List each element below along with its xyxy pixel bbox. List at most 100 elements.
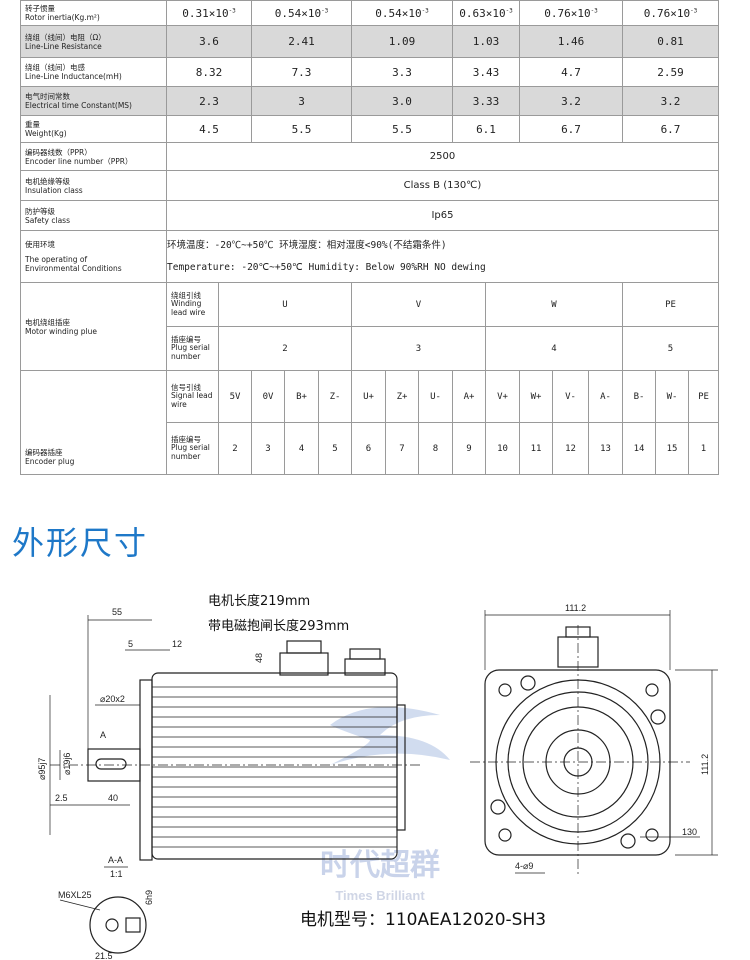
inductance-value: 4.7 [519,57,623,87]
encoder-signal-cell: Z- [318,370,352,423]
section-scale: 1:1 [110,869,123,879]
winding-serial-cell: 4 [485,326,623,371]
motor-side-view [50,640,420,861]
encoder-signal-cell: Z+ [385,370,419,423]
encoder-signal-cell: 0V [251,370,285,423]
watermark-subtext: Times Brilliant [335,888,425,903]
weight-value: 4.5 [166,115,252,143]
protection-value: Ip65 [166,200,719,231]
environment-value: 环境温度：-20℃~+50℃ 环境湿度：相对湿度<90%(不结霜条件) Temp… [166,230,719,283]
row-encoder-serials: 插座编号 Plug serial number 2 3 4 5 6 7 8 9 … [21,422,719,475]
encoder-lines-value: 2500 [166,142,719,171]
dim-6h9: 6h9 [144,890,154,905]
dim-130: 130 [682,827,697,837]
encoder-serial-cell: 9 [452,422,486,475]
rotor-inertia-value: 0.54×10-3 [251,0,352,26]
dim-95j7: ⌀95j7 [37,758,47,780]
dim-5: 5 [128,639,133,649]
encoder-signal-cell: U+ [351,370,386,423]
encoder-serial-cell: 10 [485,422,520,475]
dim-m6: M6XL25 [58,890,92,900]
brake-length-label: 带电磁抱闸长度293mm [208,618,349,634]
row-resistance: 绕组（线间）电阻（Ω）Line-Line Resistance 3.6 2.41… [20,25,719,58]
rotor-inertia-value: 0.63×10-3 [452,0,520,26]
dim-111-2-width: 111.2 [565,603,586,613]
rotor-inertia-value: 0.31×10-3 [166,0,252,26]
encoder-serial-label: 插座编号 Plug serial number [166,422,219,475]
dim-12: 12 [172,639,182,649]
winding-serial-cell: 3 [351,326,486,371]
watermark-text: 时代超群 [320,848,440,883]
inductance-value: 7.3 [251,57,352,87]
time-constant-value: 3.2 [622,86,719,116]
weight-value: 5.5 [251,115,352,143]
encoder-signal-cell: A- [588,370,623,423]
resistance-value: 1.09 [351,25,453,58]
encoder-serial-cell: 14 [622,422,656,475]
time-constant-value: 3 [251,86,352,116]
encoder-serial-cell: 5 [318,422,352,475]
dim-21-5: 21.5 [95,951,113,960]
encoder-signal-cell: B- [622,370,656,423]
inductance-value: 3.43 [452,57,520,87]
encoder-serial-cell: 13 [588,422,623,475]
resistance-value: 2.41 [251,25,352,58]
winding-lead-cell: U [218,282,352,327]
motor-length-label: 电机长度219mm [208,593,310,609]
encoder-signal-cell: W+ [519,370,553,423]
dim-20x2: ⌀20x2 [100,694,125,704]
motor-front-view [470,625,690,875]
row-encoder-lines: 编码器线数（PPR）Encoder line number（PPR） 2500 [20,142,719,171]
time-constant-value: 3.33 [452,86,520,116]
row-winding-serials: 插座编号 Plug serial number 2 3 4 5 [21,326,719,371]
dim-4-holes: 4-⌀9 [515,861,533,871]
resistance-label: 绕组（线间）电阻（Ω）Line-Line Resistance [20,25,167,58]
front-dimensions [484,610,718,874]
dim-55: 55 [112,607,122,617]
dim-2-5: 2.5 [55,793,68,803]
winding-lead-cell: PE [622,282,719,327]
encoder-serial-cell: 15 [655,422,689,475]
winding-lead-label: 绕组引线 Winding lead wire [166,282,219,327]
encoder-serial-cell: 1 [688,422,719,475]
encoder-signal-cell: V+ [485,370,520,423]
side-dimensions [49,615,170,835]
winding-lead-cell: W [485,282,623,327]
winding-serial-cell: 2 [218,326,352,371]
inductance-value: 2.59 [622,57,719,87]
watermark-logo [330,707,450,765]
dim-48: 48 [254,653,264,663]
encoder-signal-label: 信号引线 Signal lead wire [166,370,219,423]
encoder-signal-cell: 5V [218,370,252,423]
insulation-value: Class B (130℃) [166,170,719,201]
dim-a-marker: A [100,730,106,740]
dimension-drawing: 时代超群 Times Brilliant 电机长度219mm 带电磁抱闸长度29… [37,593,718,960]
encoder-serial-cell: 6 [351,422,386,475]
time-constant-value: 3.2 [519,86,623,116]
encoder-serial-cell: 11 [519,422,553,475]
encoder-serial-cell: 3 [251,422,285,475]
encoder-serial-cell: 8 [418,422,453,475]
time-constant-value: 3.0 [351,86,453,116]
dim-40: 40 [108,793,118,803]
encoder-serial-cell: 12 [552,422,589,475]
shaft-section [59,896,147,954]
dim-111-2-height: 111.2 [700,754,710,775]
encoder-serial-cell: 2 [218,422,252,475]
encoder-lines-label: 编码器线数（PPR）Encoder line number（PPR） [20,142,167,171]
resistance-value: 1.46 [519,25,623,58]
